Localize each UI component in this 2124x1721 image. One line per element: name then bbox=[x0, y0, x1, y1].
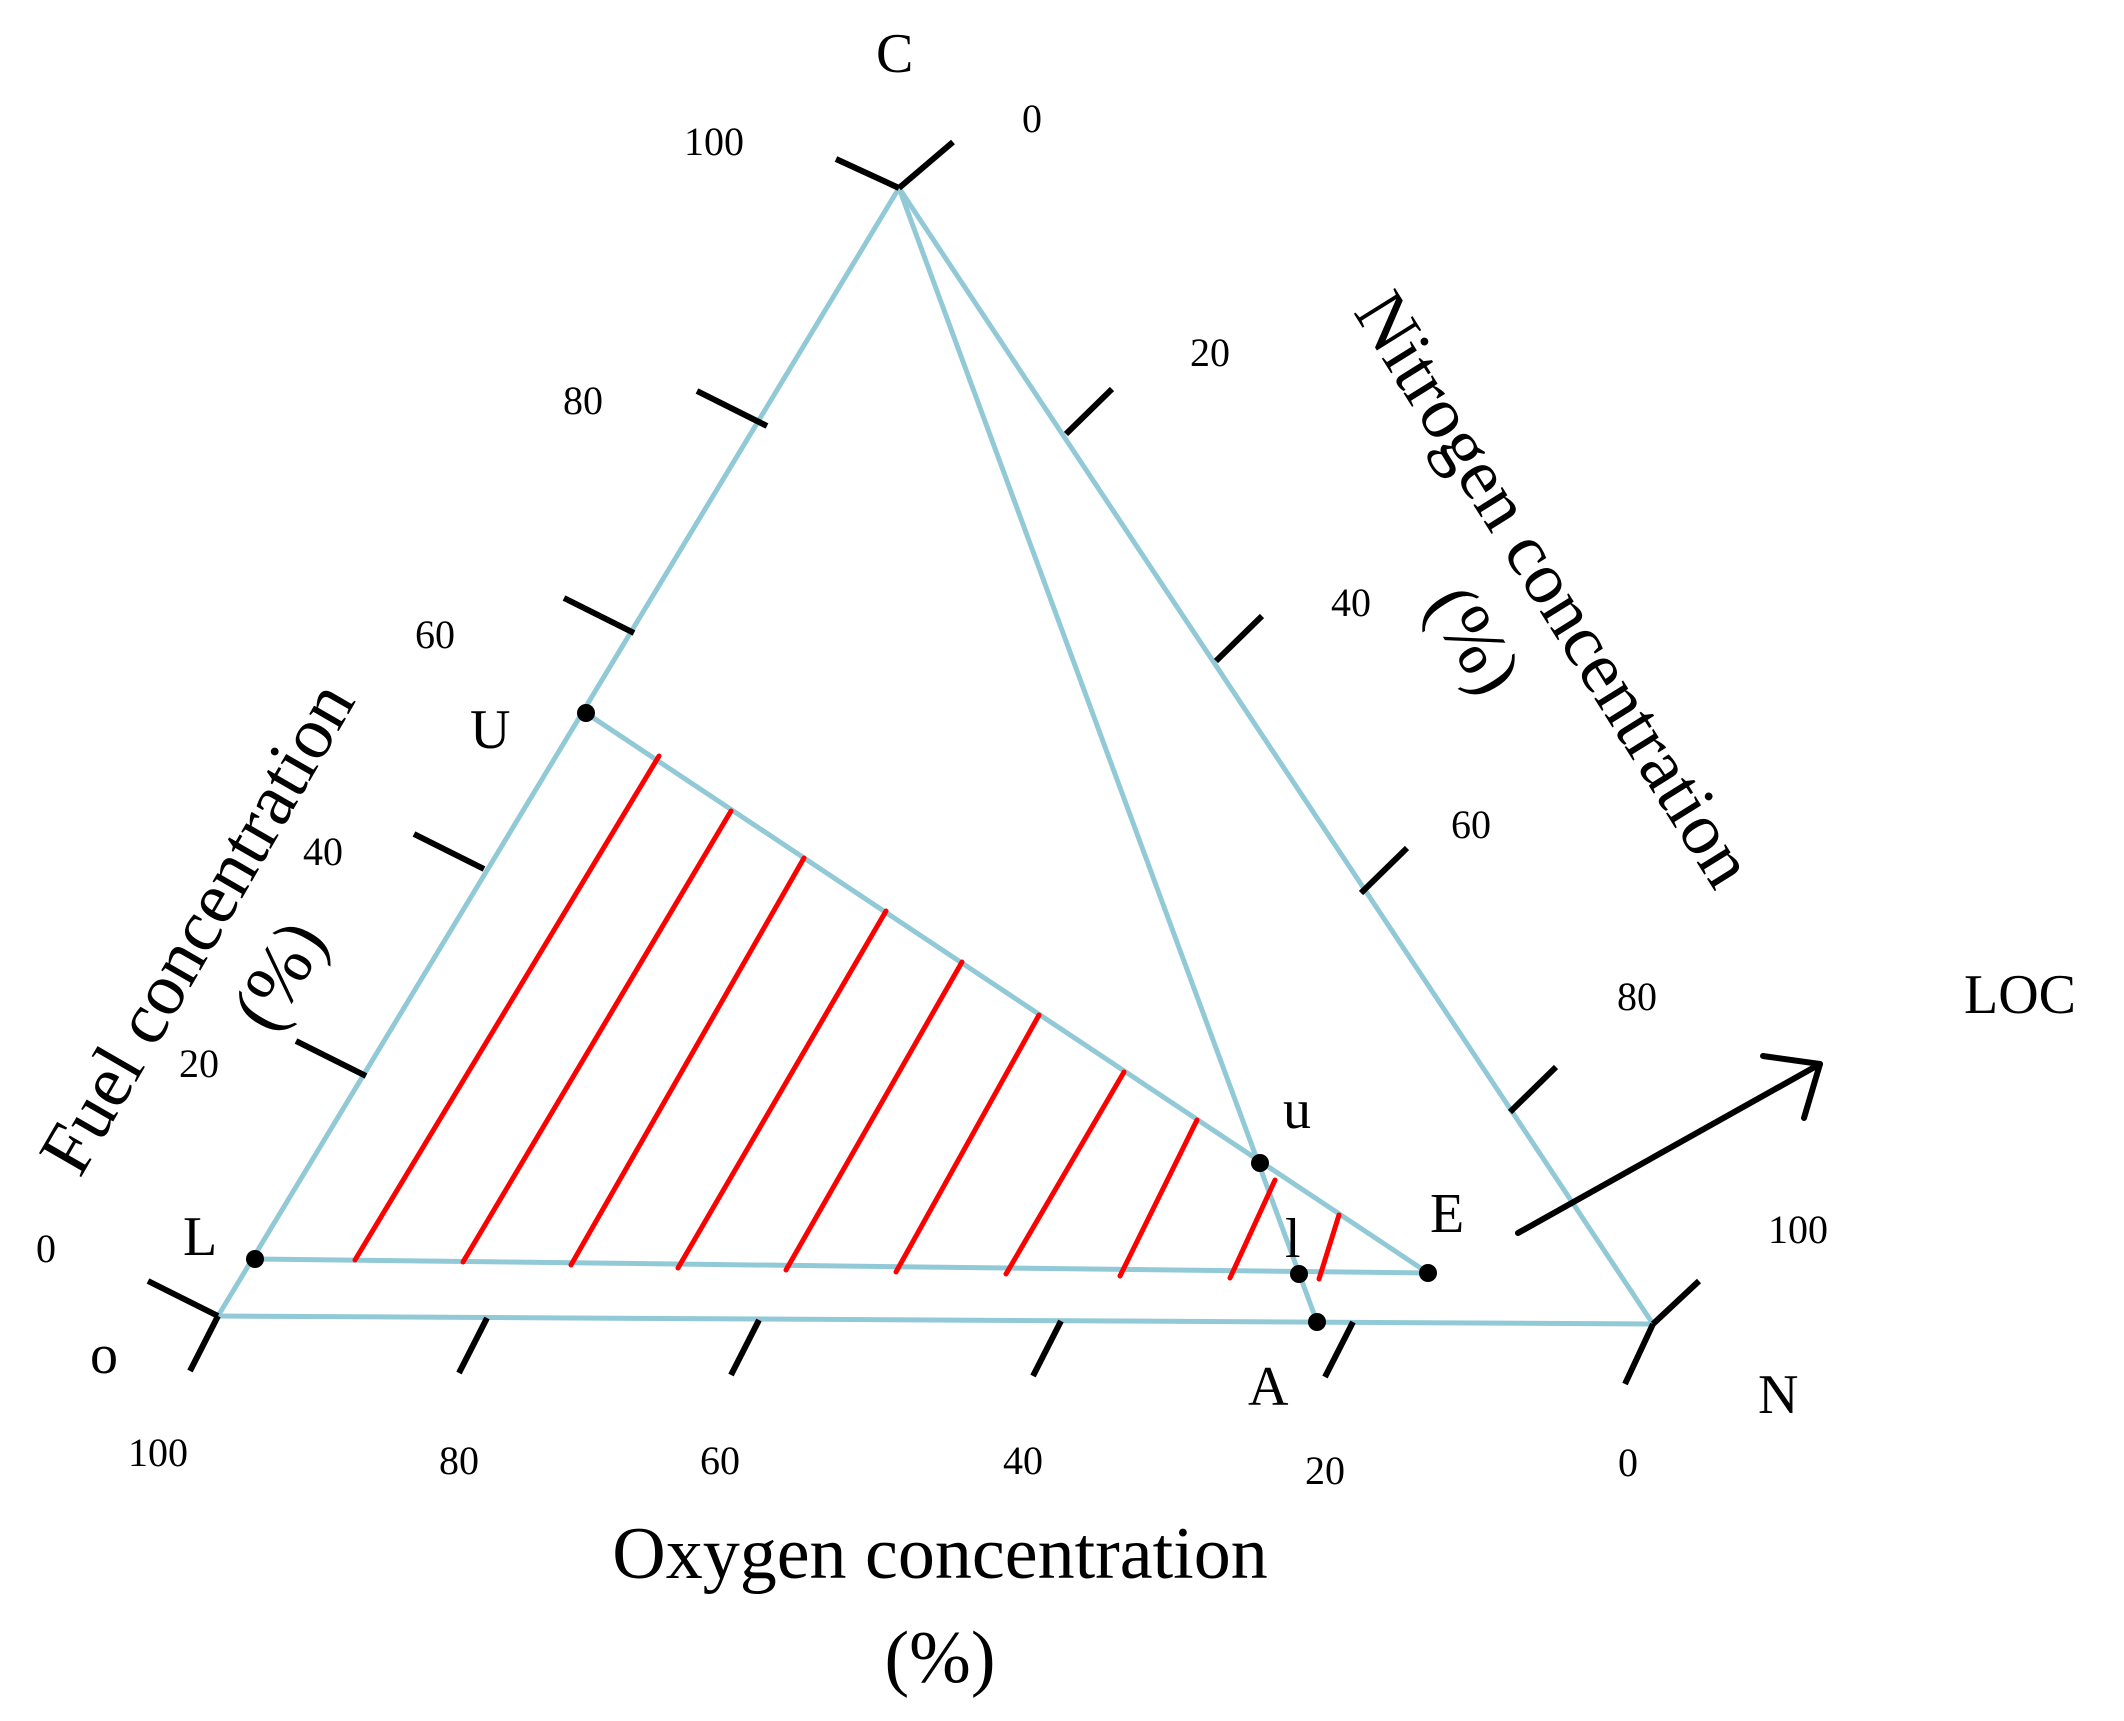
fuel-tick-label: 40 bbox=[303, 829, 343, 874]
hatch-line bbox=[352, 753, 662, 1263]
oxygen-tick bbox=[1030, 1319, 1064, 1378]
point-u-label: u bbox=[1283, 1079, 1311, 1141]
fuel-tick bbox=[695, 388, 769, 429]
nitrogen-axis-title-line1: Nitrogen concentration bbox=[1338, 277, 1770, 901]
fuel-tick-label: 0 bbox=[36, 1226, 56, 1271]
vertex-N-label: N bbox=[1758, 1364, 1798, 1426]
fuel-tick bbox=[146, 1278, 220, 1319]
loc-arrow-head bbox=[1760, 1053, 1823, 1121]
oxygen-axis-line bbox=[215, 1313, 1656, 1327]
hatch-line bbox=[460, 808, 734, 1265]
nitrogen-tick-labels: 0 20 40 60 80 100 bbox=[1022, 96, 1828, 1252]
oxygen-tick-label: 60 bbox=[700, 1438, 740, 1483]
fuel-axis-title: Fuel concentration (%) bbox=[24, 668, 371, 1188]
fuel-tick-label: 100 bbox=[684, 119, 744, 164]
nitrogen-tick-label: 40 bbox=[1331, 580, 1371, 625]
oxygen-tick bbox=[187, 1314, 221, 1373]
fuel-tick-labels: 0 20 40 60 80 100 bbox=[36, 119, 744, 1271]
hatch-line bbox=[568, 855, 807, 1268]
nitrogen-axis-ticks bbox=[897, 139, 1702, 1327]
nitrogen-tick bbox=[1063, 386, 1115, 437]
hatch-line bbox=[1003, 1069, 1127, 1277]
upper-limit-line-U-E bbox=[583, 710, 1431, 1276]
oxygen-tick bbox=[456, 1316, 490, 1375]
nitrogen-tick-label: 80 bbox=[1617, 974, 1657, 1019]
lower-limit-line-L-E bbox=[252, 1256, 1431, 1276]
oxygen-tick-label: 100 bbox=[128, 1430, 188, 1475]
oxygen-tick-label: 20 bbox=[1305, 1448, 1345, 1493]
loc-indicator: LOC bbox=[1515, 964, 2076, 1236]
fuel-tick bbox=[294, 1038, 368, 1079]
oxygen-tick bbox=[1322, 1320, 1356, 1379]
hatch-line bbox=[783, 959, 965, 1273]
point-U-marker bbox=[577, 704, 595, 722]
fuel-axis-title-line1: Fuel concentration bbox=[24, 668, 371, 1188]
oxygen-tick-labels: 100 80 60 40 20 0 bbox=[128, 1430, 1638, 1493]
point-E-marker bbox=[1419, 1264, 1437, 1282]
nitrogen-tick bbox=[897, 139, 955, 191]
fuel-tick-label: 80 bbox=[563, 378, 603, 423]
fuel-tick-label: 20 bbox=[179, 1041, 219, 1086]
oxygen-tick-label: 0 bbox=[1618, 1440, 1638, 1485]
oxygen-tick-label: 80 bbox=[439, 1438, 479, 1483]
nitrogen-axis-line bbox=[896, 185, 1656, 1327]
nitrogen-tick bbox=[1650, 1278, 1702, 1327]
nitrogen-tick bbox=[1507, 1064, 1559, 1115]
loc-arrow-shaft bbox=[1515, 1061, 1823, 1236]
nitrogen-tick bbox=[1358, 845, 1410, 896]
fuel-tick bbox=[412, 831, 486, 872]
oxygen-tick bbox=[728, 1318, 762, 1377]
hatch-line bbox=[1227, 1177, 1278, 1281]
nitrogen-tick bbox=[1213, 613, 1265, 664]
oxygen-tick-label: 40 bbox=[1003, 1438, 1043, 1483]
stoichiometric-line-C-A bbox=[896, 185, 1320, 1325]
fuel-tick-label: 60 bbox=[415, 612, 455, 657]
nitrogen-tick-label: 60 bbox=[1451, 802, 1491, 847]
oxygen-axis-title-line2: (%) bbox=[885, 1617, 996, 1699]
hatch-line bbox=[893, 1012, 1042, 1275]
fuel-tick bbox=[562, 595, 636, 636]
point-A-label: A bbox=[1248, 1356, 1289, 1418]
fuel-tick bbox=[834, 156, 901, 191]
hatch-line bbox=[1117, 1117, 1200, 1279]
point-u-marker bbox=[1251, 1154, 1269, 1172]
point-l-label: l bbox=[1285, 1208, 1301, 1270]
fuel-axis-line bbox=[215, 185, 902, 1319]
point-U-label: U bbox=[470, 699, 510, 761]
point-L-label: L bbox=[183, 1206, 217, 1268]
fuel-axis-ticks bbox=[146, 156, 901, 1319]
vertex-C-label: C bbox=[876, 23, 913, 85]
hatch-line bbox=[675, 908, 889, 1271]
nitrogen-tick-label: 100 bbox=[1768, 1207, 1828, 1252]
nitrogen-tick-label: 20 bbox=[1190, 330, 1230, 375]
oxygen-axis-title-line1: Oxygen concentration bbox=[612, 1513, 1268, 1595]
oxygen-axis-ticks bbox=[187, 1314, 1656, 1386]
point-labels: C o N U L u l E A bbox=[90, 23, 1798, 1426]
hatch-line bbox=[1316, 1212, 1342, 1282]
vertex-O-label: o bbox=[90, 1324, 118, 1386]
point-A-marker bbox=[1308, 1313, 1326, 1331]
point-l-marker bbox=[1290, 1265, 1308, 1283]
flammable-region-hatching bbox=[352, 753, 1342, 1282]
nitrogen-tick-label: 0 bbox=[1022, 96, 1042, 141]
loc-label: LOC bbox=[1964, 964, 2076, 1026]
key-points bbox=[246, 704, 1437, 1331]
oxygen-axis-title: Oxygen concentration (%) bbox=[612, 1513, 1268, 1699]
point-L-marker bbox=[246, 1250, 264, 1268]
point-E-label: E bbox=[1430, 1183, 1464, 1245]
triangle-frame bbox=[215, 185, 1656, 1327]
oxygen-tick bbox=[1622, 1322, 1656, 1386]
